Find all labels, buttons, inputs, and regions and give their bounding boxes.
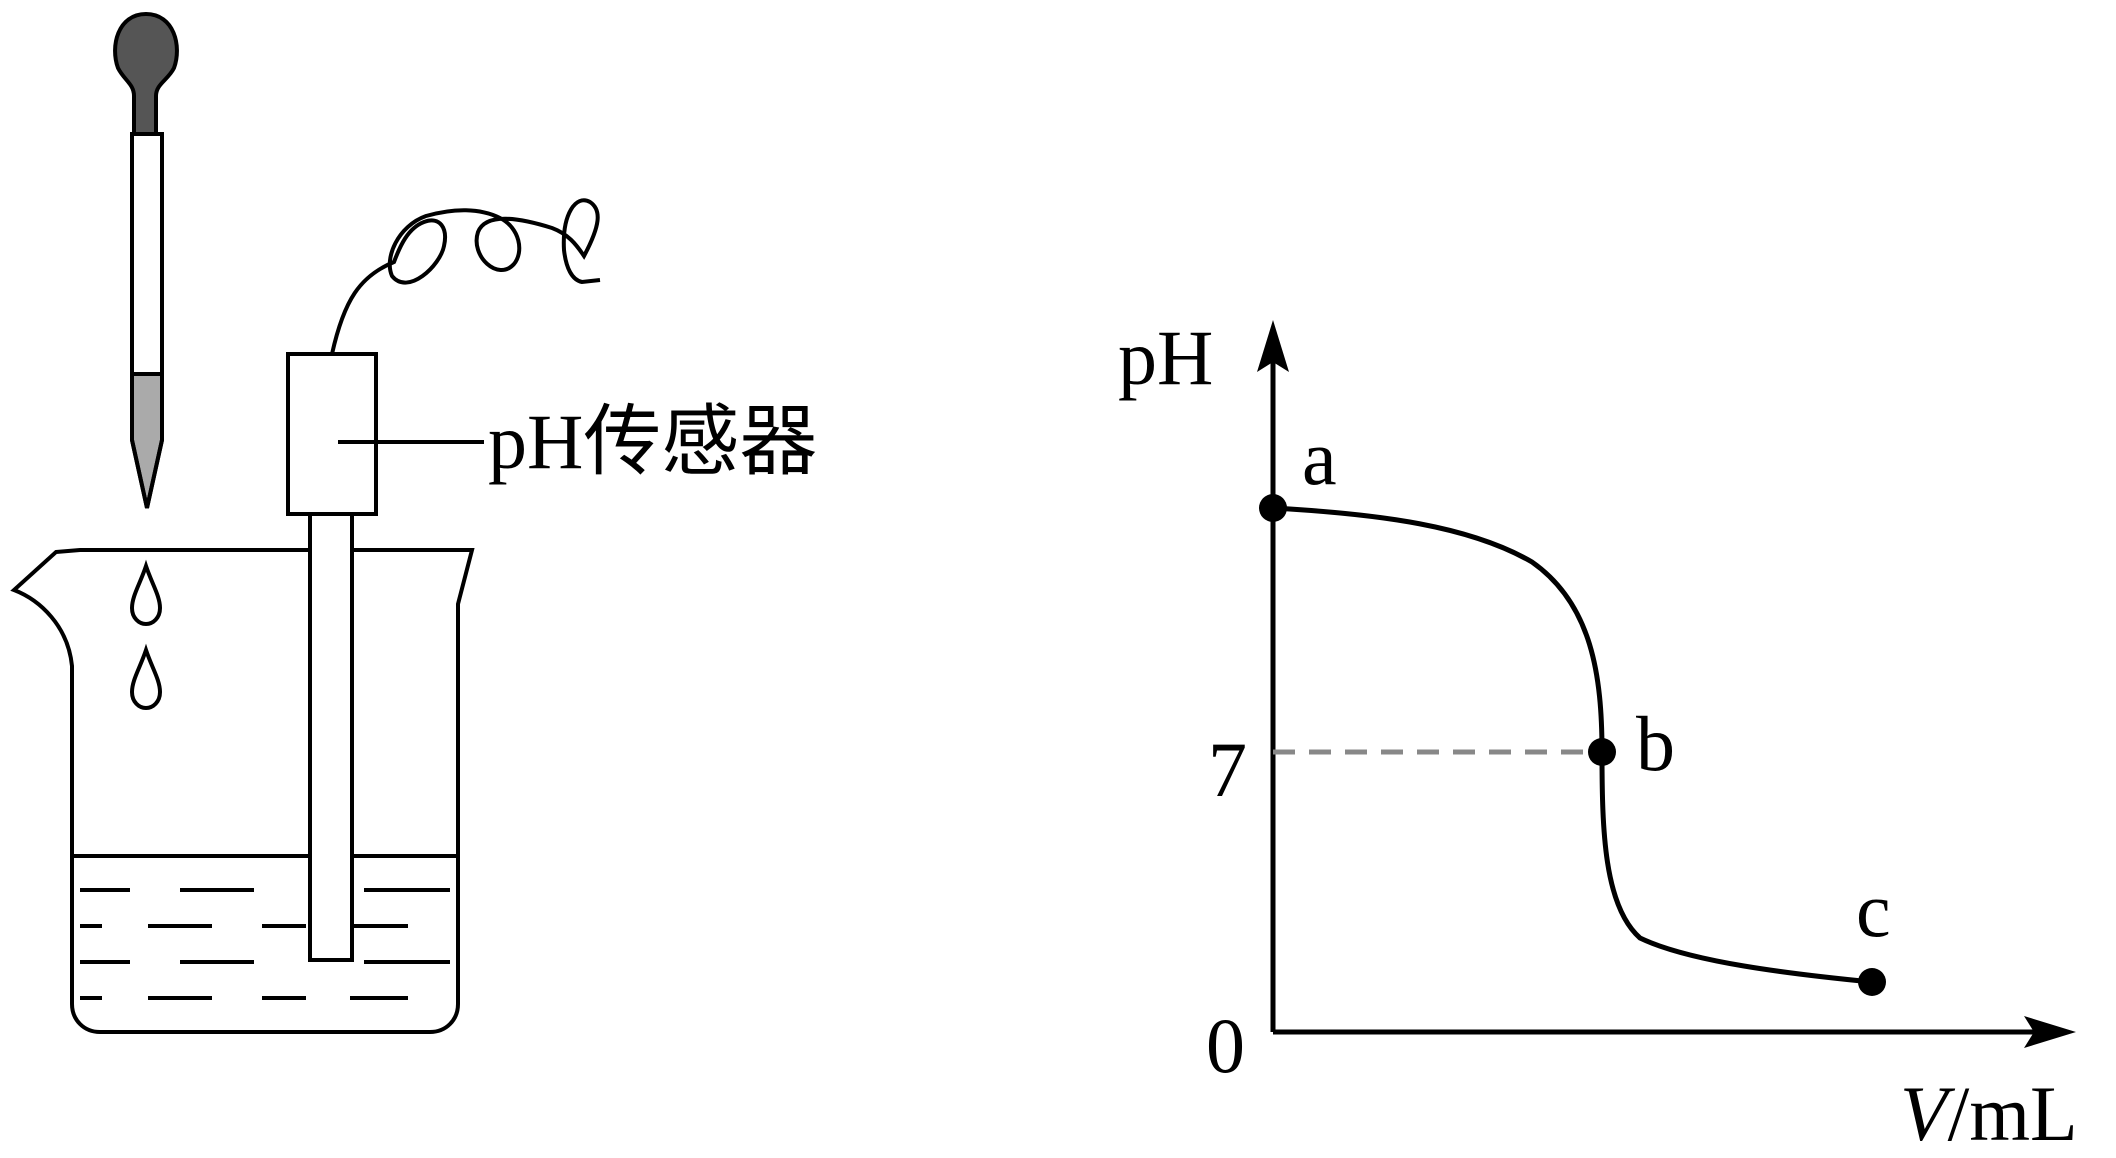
point-b-label: b [1636, 700, 1675, 787]
sensor-head [286, 352, 378, 516]
y-axis-label: pH [1118, 314, 1213, 401]
x-axis-unit: /mL [1948, 1070, 2078, 1153]
x-axis-label: V/mL [1900, 1070, 2078, 1153]
drop [129, 643, 163, 711]
sensor-label: pH传感器 [488, 398, 817, 485]
y-axis-arrow [1257, 320, 1289, 372]
dropper-liquid [130, 372, 164, 509]
dropper-tube [130, 132, 164, 376]
drop [129, 559, 163, 627]
drops [129, 559, 163, 711]
tick-label-7: 7 [1208, 726, 1247, 813]
sensor-cable [330, 198, 601, 355]
point-a-marker [1259, 494, 1287, 522]
beaker-outline [10, 548, 475, 1034]
ph-graph: pH a b c 7 0 V/mL [1118, 314, 2078, 1157]
sensor-probe [308, 512, 354, 962]
point-a-label: a [1302, 414, 1337, 501]
ph-sensor [286, 198, 601, 962]
titration-curve [1272, 505, 1873, 985]
dropper-bulb [113, 11, 179, 136]
origin-label: 0 [1206, 1002, 1245, 1089]
dropper [113, 11, 179, 509]
point-c-label: c [1856, 866, 1891, 953]
beaker [10, 548, 475, 1034]
point-c-marker [1858, 968, 1886, 996]
point-b-marker [1588, 738, 1616, 766]
x-axis-variable: V [1900, 1070, 1956, 1153]
x-axis-arrow [2024, 1016, 2076, 1048]
liquid-dashes [80, 888, 450, 1000]
